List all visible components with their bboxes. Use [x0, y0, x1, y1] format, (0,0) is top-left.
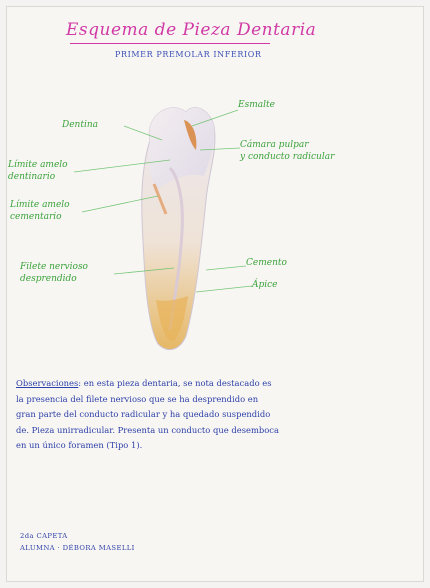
label-camara-pulpar-1: Cámara pulpar	[240, 140, 309, 150]
label-filete-nervioso-2: desprendido	[20, 274, 77, 284]
observations-line-5: en un único foramen (Tipo 1).	[16, 438, 408, 454]
observations-paragraph: Observaciones: en esta pieza dentaria, s…	[16, 376, 408, 454]
label-dentina: Dentina	[62, 120, 98, 130]
label-limite-amelo-cementario-2: cementario	[10, 212, 62, 222]
observations-line-4: de. Pieza unirradicular. Presenta un con…	[16, 423, 408, 439]
page-title: Esquema de Pieza Dentaria	[66, 20, 316, 40]
title-underline	[70, 43, 270, 44]
label-filete-nervioso-1: Filete nervioso	[20, 262, 88, 272]
observations-line-3: gran parte del conducto radicular y ha q…	[16, 407, 408, 423]
page-subtitle: PRIMER PREMOLAR INFERIOR	[115, 50, 262, 59]
label-apice: Ápice	[252, 280, 278, 290]
observations-line-2: la presencia del filete nervioso que se …	[16, 392, 408, 408]
observations-line-1: Observaciones: en esta pieza dentaria, s…	[16, 376, 408, 392]
label-limite-amelo-cementario-1: Límite amelo	[10, 200, 70, 210]
footer-line-1: 2da CAPETA	[20, 532, 68, 540]
label-cemento: Cemento	[246, 258, 287, 268]
label-limite-amelo-dentinario-1: Límite amelo	[8, 160, 68, 170]
label-camara-pulpar-2: y conducto radicular	[240, 152, 334, 162]
leader-cemento	[206, 266, 246, 270]
label-esmalte: Esmalte	[238, 100, 275, 110]
leader-apice	[196, 286, 252, 292]
footer-line-2: ALUMNA · DÉBORA MASELLI	[20, 544, 135, 552]
label-limite-amelo-dentinario-2: dentinario	[8, 172, 55, 182]
observations-lead-rest: : en esta pieza dentaria, se nota destac…	[78, 378, 271, 388]
observations-lead: Observaciones	[16, 378, 78, 388]
